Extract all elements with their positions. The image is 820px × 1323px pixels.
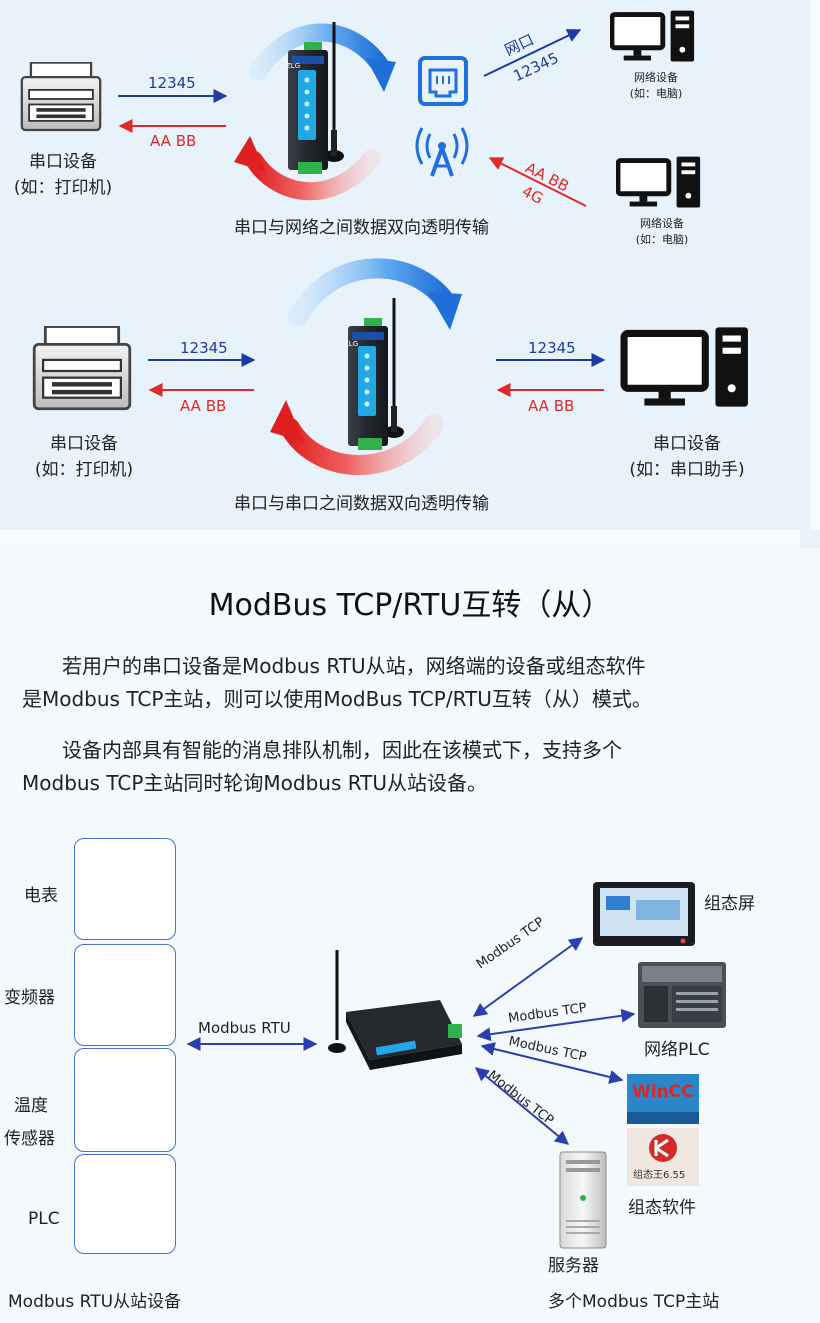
diagram2-red-arc-head <box>270 400 304 442</box>
diagram1-device-brand: ZLG <box>286 62 301 70</box>
diagram1-send-value: 12345 <box>148 74 196 92</box>
tcp-link-hmi <box>472 937 584 1017</box>
wincc-logo-icon <box>627 1074 699 1124</box>
master-label-hmi: 组态屏 <box>704 894 755 914</box>
tcp-link-server <box>474 1067 570 1145</box>
network-plc-icon <box>638 962 726 1028</box>
ethernet-port-icon <box>418 56 468 106</box>
diagram1-wireless-arrow <box>488 157 587 207</box>
slaves-caption: Modbus RTU从站设备 <box>8 1292 182 1312</box>
section-title: ModBus TCP/RTU互转（从） <box>208 588 612 623</box>
master-label-plc: 网络PLC <box>644 1040 710 1060</box>
diagram2-red-arc <box>280 414 444 475</box>
diagram2-pc-icon <box>624 327 748 406</box>
slave-box-meter <box>74 838 176 940</box>
diagram2-left-example: (如：打印机) <box>34 460 134 480</box>
diagram1-serial-device-label: 串口设备 <box>29 152 97 172</box>
diagram1-lan-arrow <box>483 29 582 77</box>
master-label-software: 组态软件 <box>628 1198 696 1218</box>
queue-paragraph-line1: 设备内部具有智能的消息排队机制，因此在该模式下，支持多个 <box>22 738 622 762</box>
diagram1-pc2-label: 网络设备 <box>640 217 684 230</box>
diagram1-red-arc-head <box>234 136 266 172</box>
slave-label-plc: PLC <box>28 1209 60 1229</box>
top-panel-edge <box>800 530 820 548</box>
diagram1-blue-arc <box>249 23 391 81</box>
slave-box-plc <box>74 1154 176 1254</box>
intro-paragraph-line1: 若用户的串口设备是Modbus RTU从站，网络端的设备或组态软件 <box>22 654 646 678</box>
diagram1-pc1-icon <box>612 11 694 62</box>
wincc-logo-text: WinCC <box>632 1082 694 1102</box>
intro-paragraph-line2: 是Modbus TCP主站，则可以使用ModBus TCP/RTU互转（从）模式… <box>22 687 652 711</box>
rtu-link-label: Modbus RTU <box>198 1019 291 1037</box>
diagram1-caption: 串口与网络之间数据双向透明传输 <box>234 218 489 238</box>
diagram2-blue-arc <box>288 258 456 326</box>
diagram2-device-brand: ZLG <box>344 340 359 348</box>
diagram2-printer-icon <box>32 326 132 411</box>
diagram2-right-recv-value: AA BB <box>528 397 575 415</box>
tcp-link-plc <box>476 1008 636 1042</box>
slave-label-meter: 电表 <box>24 886 58 906</box>
wireless-tower-icon <box>415 127 469 177</box>
server-icon <box>559 1151 607 1249</box>
diagram2-caption: 串口与串口之间数据双向透明传输 <box>234 494 489 514</box>
diagram2-right-send-value: 12345 <box>528 339 576 357</box>
slave-label-sensor: 传感器 <box>4 1129 55 1149</box>
diagram2-left-recv-value: AA BB <box>180 397 227 415</box>
diagram2-blue-arc-head <box>428 292 462 330</box>
diagram1-pc1-label: 网络设备 <box>634 71 678 84</box>
diagram2-left-label: 串口设备 <box>50 434 118 454</box>
diagram1-blue-arc-head <box>366 58 396 92</box>
diagram1-red-arc <box>245 149 381 201</box>
modbus-gateway-icon <box>328 950 462 1070</box>
diagram1-pc2-example: (如：电脑) <box>635 233 689 246</box>
kingview-logo-icon <box>627 1128 699 1186</box>
kingview-logo-text: 组态王6.55 <box>633 1170 686 1181</box>
slave-label-temperature: 温度 <box>14 1096 48 1116</box>
slave-label-inverter: 变频器 <box>4 988 55 1008</box>
tcp-link-software <box>480 1042 624 1084</box>
master-label-server: 服务器 <box>548 1256 599 1276</box>
masters-caption: 多个Modbus TCP主站 <box>548 1292 720 1312</box>
diagram2-gateway-icon <box>346 298 406 452</box>
slave-box-inverter <box>74 944 176 1046</box>
diagram1-pc1-example: (如：电脑) <box>629 87 683 100</box>
diagram1-printer-icon <box>20 62 102 132</box>
slave-box-sensor <box>74 1048 176 1152</box>
queue-paragraph-line2: Modbus TCP主站同时轮询Modbus RTU从站设备。 <box>22 771 488 795</box>
diagram2-right-example: (如：串口助手) <box>629 460 745 480</box>
hmi-screen-icon <box>593 882 695 946</box>
diagram2-left-send-value: 12345 <box>180 339 228 357</box>
diagram1-serial-device-example: (如：打印机) <box>13 178 113 198</box>
diagram2-right-label: 串口设备 <box>653 434 721 454</box>
diagram1-pc2-icon <box>618 157 700 208</box>
diagram1-recv-value: AA BB <box>150 132 197 150</box>
